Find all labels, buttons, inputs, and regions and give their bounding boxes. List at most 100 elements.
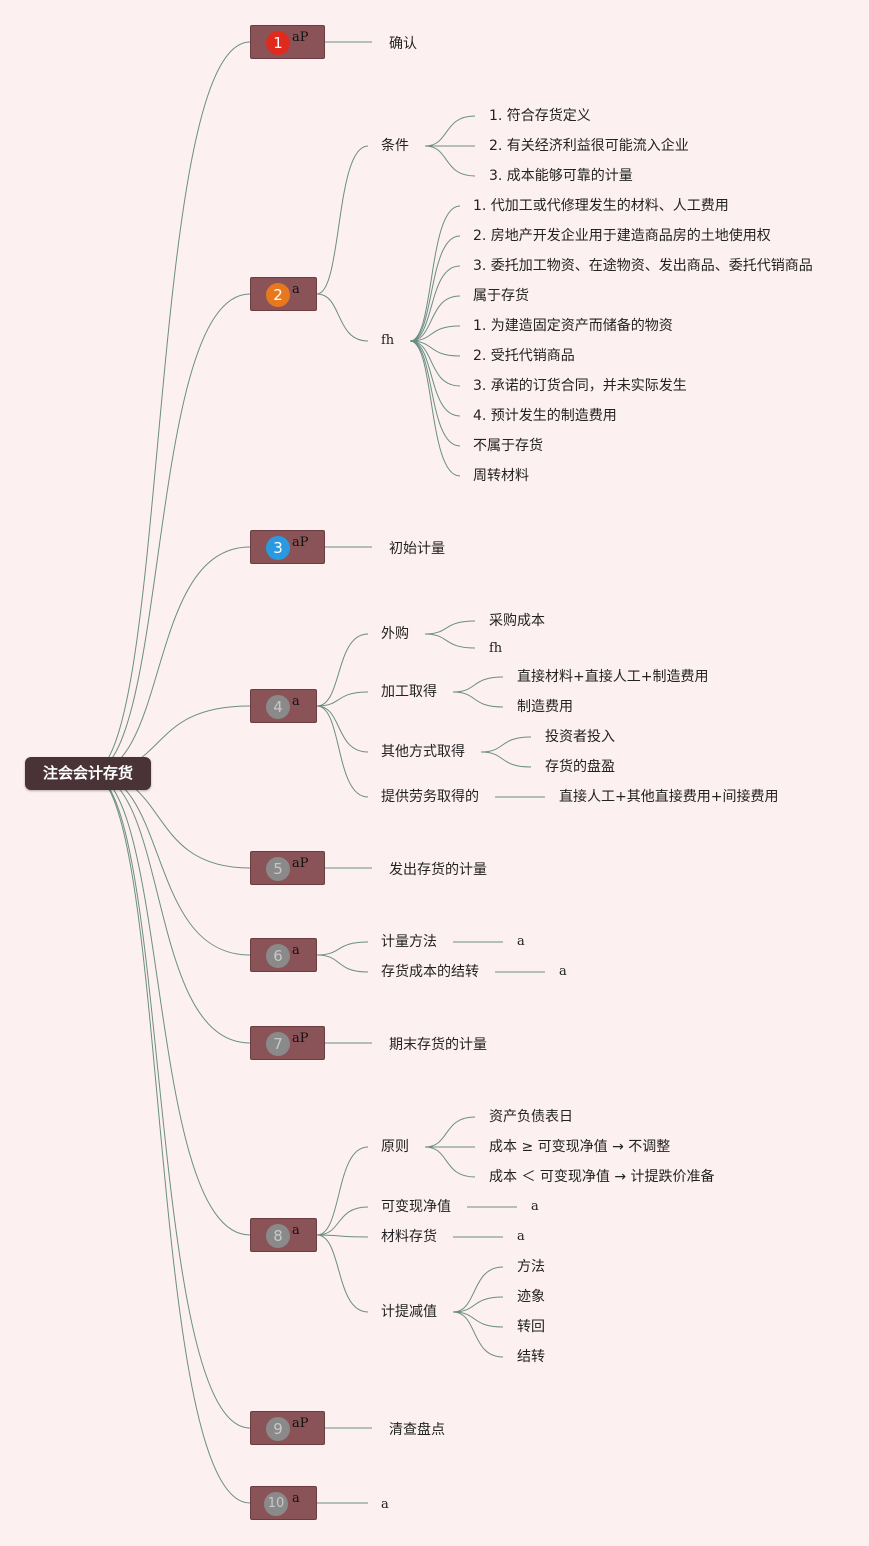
connector-line xyxy=(452,1311,504,1328)
topic-9-marker: aP xyxy=(292,1416,309,1431)
connector-line xyxy=(452,691,504,708)
node-i3[interactable]: 转回 xyxy=(517,1319,545,1335)
node-purchase-cost[interactable]: 采购成本 xyxy=(489,613,545,629)
connector-line xyxy=(316,293,369,342)
node-ending[interactable]: 期末存货的计量 xyxy=(389,1037,487,1053)
node-material-a[interactable]: a xyxy=(517,1229,525,1244)
connector-line xyxy=(316,954,369,973)
connector-line xyxy=(316,633,369,707)
topic-4[interactable]: 4 a xyxy=(250,689,317,723)
connector-line xyxy=(316,1234,369,1238)
topic-5-marker: aP xyxy=(292,856,309,871)
topic-2[interactable]: 2 a xyxy=(250,277,317,311)
node-method[interactable]: 计量方法 xyxy=(381,934,437,950)
topic-2-marker: a xyxy=(292,282,300,297)
node-issue[interactable]: 发出存货的计量 xyxy=(389,862,487,878)
topic-10[interactable]: 10 a xyxy=(250,1486,317,1520)
node-fh-9[interactable]: 不属于存货 xyxy=(473,438,543,454)
node-process-1[interactable]: 直接材料+直接人工+制造费用 xyxy=(517,669,709,685)
root-connector xyxy=(89,546,251,774)
node-i4[interactable]: 结转 xyxy=(517,1349,545,1365)
node-cond-1[interactable]: 1. 符合存货定义 xyxy=(489,108,591,124)
node-condition[interactable]: 条件 xyxy=(381,138,409,154)
node-fh-2[interactable]: 2. 房地产开发企业用于建造商品房的土地使用权 xyxy=(473,228,771,244)
node-initial[interactable]: 初始计量 xyxy=(389,541,445,557)
node-fh[interactable]: fh xyxy=(381,333,395,348)
root-connector xyxy=(89,772,251,956)
root-connector xyxy=(89,293,251,774)
node-principle[interactable]: 原则 xyxy=(381,1139,409,1155)
node-fh-5[interactable]: 1. 为建造固定资产而储备的物资 xyxy=(473,318,673,334)
node-nrv-a[interactable]: a xyxy=(531,1199,539,1214)
node-fh-10[interactable]: 周转材料 xyxy=(473,468,529,484)
connector-line xyxy=(424,1116,476,1148)
node-fh-3[interactable]: 3. 委托加工物资、在途物资、发出商品、委托代销商品 xyxy=(473,258,813,274)
node-other-2[interactable]: 存货的盘盈 xyxy=(545,759,615,775)
topic-5[interactable]: 5 aP xyxy=(250,851,325,885)
node-p1[interactable]: 资产负债表日 xyxy=(489,1109,573,1125)
node-impair[interactable]: 计提减值 xyxy=(381,1304,437,1320)
node-fh-4[interactable]: 属于存货 xyxy=(473,288,529,304)
connector-line xyxy=(409,205,461,342)
priority-8-icon: 8 xyxy=(266,1224,290,1248)
connector-line xyxy=(452,1296,504,1313)
connector-line xyxy=(409,340,461,357)
node-purchase[interactable]: 外购 xyxy=(381,626,409,642)
node-other-1[interactable]: 投资者投入 xyxy=(545,729,615,745)
node-fh-7[interactable]: 3. 承诺的订货合同，并未实际发生 xyxy=(473,378,687,394)
connector-line xyxy=(424,145,476,177)
node-cond-2[interactable]: 2. 有关经济利益很可能流入企业 xyxy=(489,138,689,154)
node-i2[interactable]: 迹象 xyxy=(517,1289,545,1305)
node-p2[interactable]: 成本 ≥ 可变现净值 → 不调整 xyxy=(489,1139,671,1155)
node-confirm[interactable]: 确认 xyxy=(389,36,417,52)
root-connector xyxy=(89,772,251,1044)
node-service[interactable]: 提供劳务取得的 xyxy=(381,789,479,805)
node-fh-1[interactable]: 1. 代加工或代修理发生的材料、人工费用 xyxy=(473,198,729,214)
connector-line xyxy=(316,1146,369,1236)
root-connector xyxy=(89,41,251,774)
node-carry[interactable]: 存货成本的结转 xyxy=(381,964,479,980)
priority-7-icon: 7 xyxy=(266,1032,290,1056)
priority-3-icon: 3 xyxy=(266,536,290,560)
connector-line xyxy=(452,1266,504,1313)
node-method-a[interactable]: a xyxy=(517,934,525,949)
connector-line xyxy=(316,705,369,753)
node-t10-a[interactable]: a xyxy=(381,1497,389,1512)
node-material[interactable]: 材料存货 xyxy=(381,1229,437,1245)
root-connector xyxy=(89,772,251,1504)
priority-4-icon: 4 xyxy=(266,695,290,719)
connector-line xyxy=(424,620,476,635)
root-connector xyxy=(89,772,251,1429)
node-cond-3[interactable]: 3. 成本能够可靠的计量 xyxy=(489,168,633,184)
node-carry-a[interactable]: a xyxy=(559,964,567,979)
node-service-1[interactable]: 直接人工+其他直接费用+间接费用 xyxy=(559,789,779,805)
node-purchase-fh[interactable]: fh xyxy=(489,641,503,656)
node-p3[interactable]: 成本 ＜ 可变现净值 → 计提跌价准备 xyxy=(489,1169,715,1185)
connector-line xyxy=(480,751,532,768)
topic-8[interactable]: 8 a xyxy=(250,1218,317,1252)
node-i1[interactable]: 方法 xyxy=(517,1259,545,1275)
connector-line xyxy=(316,1234,369,1313)
connector-line xyxy=(409,340,461,387)
node-count[interactable]: 清查盘点 xyxy=(389,1422,445,1438)
topic-6[interactable]: 6 a xyxy=(250,938,317,972)
connector-line xyxy=(409,265,461,342)
node-other[interactable]: 其他方式取得 xyxy=(381,744,465,760)
connector-line xyxy=(316,145,369,295)
topic-9[interactable]: 9 aP xyxy=(250,1411,325,1445)
node-process[interactable]: 加工取得 xyxy=(381,684,437,700)
root-topic[interactable]: 注会会计存货 xyxy=(25,757,151,790)
topic-1[interactable]: 1 aP xyxy=(250,25,325,59)
connector-line xyxy=(316,691,369,707)
topic-7[interactable]: 7 aP xyxy=(250,1026,325,1060)
node-nrv[interactable]: 可变现净值 xyxy=(381,1199,451,1215)
priority-2-icon: 2 xyxy=(266,283,290,307)
connector-line xyxy=(452,676,504,693)
topic-3[interactable]: 3 aP xyxy=(250,530,325,564)
node-fh-6[interactable]: 2. 受托代销商品 xyxy=(473,348,575,364)
node-process-2[interactable]: 制造费用 xyxy=(517,699,573,715)
node-fh-8[interactable]: 4. 预计发生的制造费用 xyxy=(473,408,617,424)
priority-9-icon: 9 xyxy=(266,1417,290,1441)
connector-line xyxy=(424,633,476,649)
